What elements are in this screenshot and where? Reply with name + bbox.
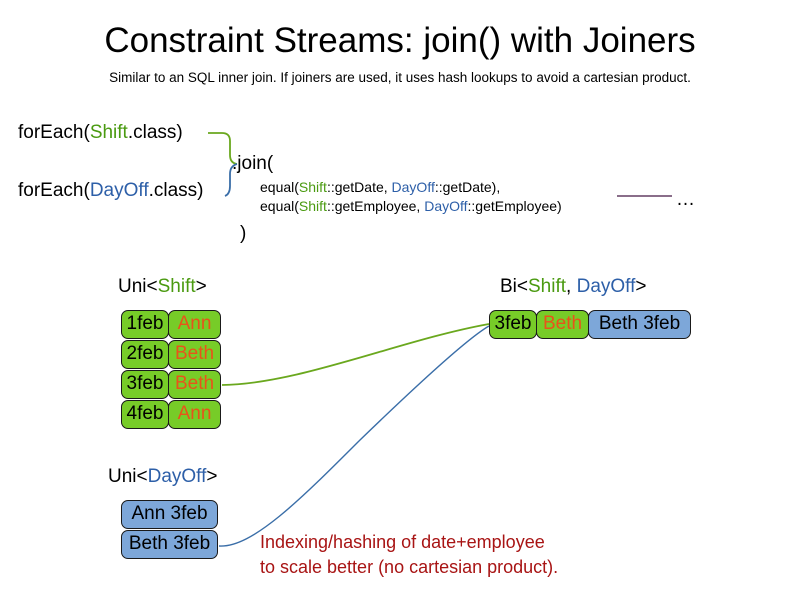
- cell-text: 1feb: [126, 313, 164, 334]
- joiner-1-right-method: ::getEmployee): [467, 198, 562, 214]
- bi-tuple-dayoff: Beth 3feb: [588, 310, 691, 339]
- page-title: Constraint Streams: join() with Joiners: [104, 21, 696, 60]
- code-foreach-shift-suffix: .class): [127, 122, 183, 143]
- cell-text: 4feb: [126, 403, 164, 424]
- shift-row-name: Beth: [168, 340, 221, 369]
- label-uni-dayoff-suffix: >: [206, 466, 218, 487]
- cell-text: Ann: [177, 313, 212, 334]
- label-bi-separator: ,: [566, 276, 577, 297]
- joiner-1-right-type: DayOff: [424, 198, 468, 214]
- joiner-0-right-type: DayOff: [391, 179, 435, 195]
- connector-dayoff-row-to-bi: [218, 325, 490, 547]
- code-token-shift: Shift: [89, 122, 128, 143]
- annotation-text: Indexing/hashing of date+employee to sca…: [260, 530, 558, 580]
- shift-row-name: Ann: [168, 310, 221, 339]
- cell-text: 3feb: [126, 373, 164, 394]
- cell-text: 2feb: [126, 343, 164, 364]
- joiner-0-right-method: ::getDate),: [434, 179, 501, 195]
- label-uni-shift: Uni<Shift>: [118, 275, 207, 299]
- ellipsis-text: …: [676, 189, 695, 210]
- shift-row-name: Ann: [168, 400, 221, 429]
- page-subtitle: Similar to an SQL inner join. If joiners…: [109, 70, 691, 85]
- joiner-1-left-method: ::getEmployee,: [326, 198, 425, 214]
- code-joiner-equal-date: equal(Shift::getDate, DayOff::getDate),: [260, 178, 500, 196]
- label-bi-stream: Bi<Shift, DayOff>: [500, 275, 646, 299]
- label-uni-shift-type: Shift: [157, 276, 196, 297]
- code-join-close: ): [240, 223, 247, 244]
- shift-row-name: Beth: [168, 370, 221, 399]
- shift-row-date: 2feb: [121, 340, 169, 369]
- cell-text: Beth: [174, 343, 215, 364]
- cell-text: Ann 3feb: [131, 503, 208, 524]
- cell-text: Beth: [542, 313, 583, 334]
- bi-tuple-name: Beth: [536, 310, 589, 339]
- label-uni-dayoff-prefix: Uni<: [108, 466, 148, 487]
- label-uni-shift-prefix: Uni<: [118, 276, 158, 297]
- shift-row-date: 1feb: [121, 310, 169, 339]
- joiner-1-left-type: Shift: [298, 198, 327, 214]
- dayoff-row: Beth 3feb: [121, 530, 218, 559]
- label-bi-suffix: >: [635, 276, 647, 297]
- cell-text: Ann: [177, 403, 212, 424]
- annotation-line-1: Indexing/hashing of date+employee: [260, 532, 545, 552]
- code-token-dayoff: DayOff: [89, 180, 149, 201]
- code-join-open: .join(: [232, 153, 274, 174]
- cell-text: Beth: [174, 373, 215, 394]
- label-bi-type-a: Shift: [528, 276, 567, 297]
- joiner-0-left-type: Shift: [298, 179, 327, 195]
- code-foreach-shift: forEach(Shift.class): [18, 121, 183, 145]
- annotation-line-2: to scale better (no cartesian product).: [260, 557, 559, 577]
- cell-text: 3feb: [494, 313, 532, 334]
- label-uni-dayoff: Uni<DayOff>: [108, 465, 218, 489]
- label-uni-shift-suffix: >: [195, 276, 207, 297]
- code-foreach-dayoff-prefix: forEach(: [18, 180, 90, 201]
- code-foreach-shift-prefix: forEach(: [18, 122, 90, 143]
- shift-row-date: 4feb: [121, 400, 169, 429]
- label-bi-type-b: DayOff: [576, 276, 636, 297]
- cell-text: Beth 3feb: [128, 533, 211, 554]
- joiner-1-prefix: equal(: [260, 198, 299, 214]
- code-foreach-dayoff-suffix: .class): [148, 180, 204, 201]
- joiner-0-prefix: equal(: [260, 179, 299, 195]
- joiner-0-left-method: ::getDate,: [326, 179, 392, 195]
- code-joiner-equal-employee: equal(Shift::getEmployee, DayOff::getEmp…: [260, 197, 562, 215]
- bi-tuple-date: 3feb: [489, 310, 537, 339]
- code-foreach-dayoff: forEach(DayOff.class): [18, 179, 204, 203]
- connector-shift-row-to-bi: [221, 323, 490, 386]
- shift-row-date: 3feb: [121, 370, 169, 399]
- cell-text: Beth 3feb: [598, 313, 681, 334]
- dayoff-row: Ann 3feb: [121, 500, 218, 529]
- label-uni-dayoff-type: DayOff: [147, 466, 207, 487]
- label-bi-prefix: Bi<: [500, 276, 528, 297]
